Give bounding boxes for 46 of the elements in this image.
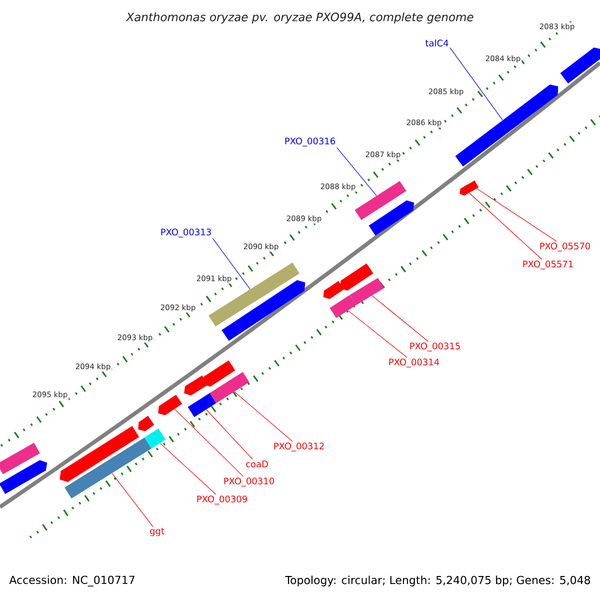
gene-block bbox=[144, 428, 166, 448]
footer-text: Topology: circular; Length: 5,240,075 bp; Genes: 5,048 bbox=[285, 576, 590, 586]
leader-line bbox=[206, 409, 254, 460]
gene-label: PXO_05571 bbox=[523, 260, 573, 270]
leader-line bbox=[174, 408, 244, 477]
gene-block bbox=[184, 376, 208, 396]
gene-block bbox=[368, 200, 414, 236]
gene-block bbox=[350, 278, 384, 306]
gene-label: PXO_00316 bbox=[285, 138, 336, 146]
gene-block bbox=[323, 281, 344, 299]
leader-line bbox=[336, 147, 377, 196]
gene-block bbox=[0, 460, 48, 494]
gene-label: PXO_00313 bbox=[161, 228, 211, 238]
gene-label: talC4 bbox=[425, 40, 448, 46]
leader-line bbox=[212, 238, 250, 290]
gene-label: PXO_00312 bbox=[274, 442, 324, 452]
gene-block bbox=[202, 360, 236, 387]
gene-label: PXO_00315 bbox=[410, 342, 460, 352]
gene-label: coaD bbox=[246, 460, 268, 468]
gene-block bbox=[210, 372, 250, 404]
gene-block bbox=[354, 180, 406, 220]
leader-line bbox=[372, 295, 428, 342]
leader-line bbox=[450, 47, 503, 120]
leader-line bbox=[348, 310, 408, 358]
gene-block bbox=[330, 294, 356, 318]
leader-line bbox=[476, 188, 557, 242]
gene-label: ggt bbox=[150, 528, 164, 536]
gene-label: PXO_00310 bbox=[224, 478, 274, 486]
gene-block bbox=[64, 438, 152, 498]
gene-block bbox=[138, 416, 154, 432]
leader-line bbox=[112, 473, 154, 527]
gene-block bbox=[466, 180, 479, 192]
title: Xanthomonas oryzae pv. oryzae PXO99A, complete genome bbox=[126, 12, 474, 24]
gene-block bbox=[560, 48, 600, 84]
gene-label: PXO_00309 bbox=[197, 496, 247, 504]
leader-line bbox=[468, 192, 542, 260]
gene-block bbox=[340, 263, 374, 291]
gene-label: PXO_05570 bbox=[540, 242, 590, 252]
gene-block bbox=[188, 392, 216, 418]
footer-text: Accession: NC_010717 bbox=[9, 576, 134, 586]
gene-block bbox=[60, 426, 140, 482]
leader-line bbox=[160, 442, 216, 495]
leader-line bbox=[234, 391, 293, 442]
gene-label: PXO_00314 bbox=[389, 358, 440, 368]
gene-block bbox=[0, 442, 40, 474]
gene-block bbox=[158, 394, 182, 416]
